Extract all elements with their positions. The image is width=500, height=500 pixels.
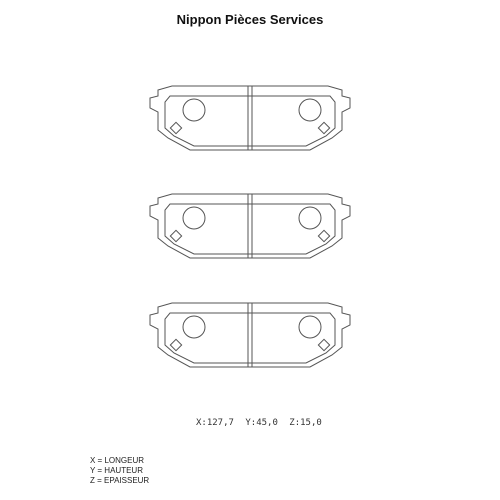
brake-pad-1 (149, 85, 351, 151)
brake-pad-2 (149, 193, 351, 259)
dimension-readout: X:127,7 Y:45,0 Z:15,0 (196, 418, 328, 428)
brake-pad-3 (149, 302, 351, 368)
legend-item: X = LONGEUR (90, 456, 145, 465)
page-title: Nippon Pièces Services (176, 12, 324, 27)
dimension-y: Y:45,0 (245, 418, 278, 428)
legend-item: Y = HAUTEUR (90, 466, 143, 475)
dimension-legend: X = LONGEUR Y = HAUTEUR Z = EPAISSEUR (90, 456, 149, 486)
legend-item: Z = EPAISSEUR (90, 476, 150, 485)
dimension-z: Z:15,0 (289, 418, 322, 428)
dimension-x: X:127,7 (196, 418, 234, 428)
